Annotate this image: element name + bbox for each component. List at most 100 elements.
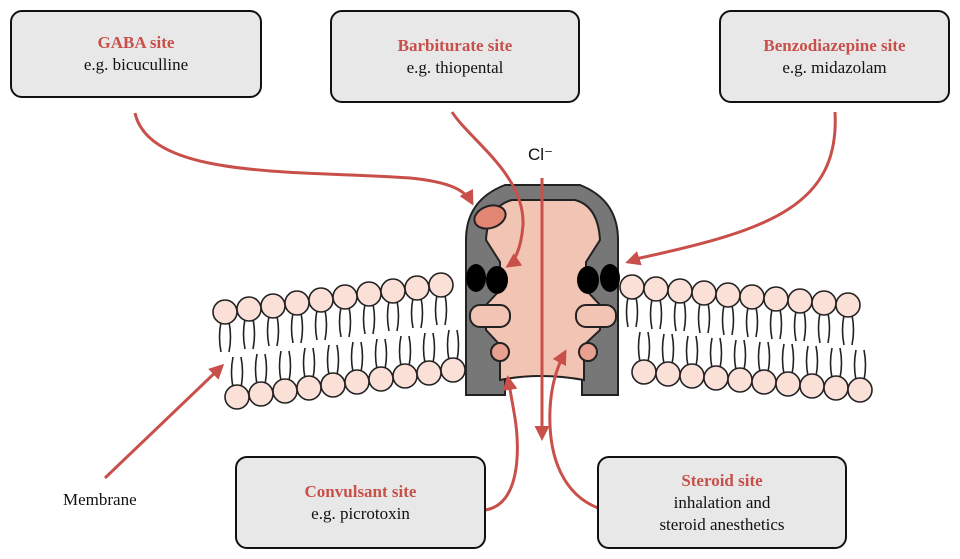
lipid-tail bbox=[780, 309, 782, 339]
lipid-tail bbox=[340, 307, 342, 337]
lipid-head bbox=[405, 276, 429, 300]
lipid-head bbox=[836, 293, 860, 317]
lipid-head bbox=[656, 362, 680, 386]
lipid-head bbox=[297, 376, 321, 400]
lipid-head bbox=[680, 364, 704, 388]
lipid-tail bbox=[732, 305, 734, 335]
lipid-head bbox=[776, 372, 800, 396]
lipid-head bbox=[632, 360, 656, 384]
lipid-head bbox=[824, 376, 848, 400]
lipid-tail bbox=[397, 301, 399, 331]
lipid-head bbox=[393, 364, 417, 388]
lipid-tail bbox=[687, 336, 689, 366]
lipid-tail bbox=[759, 342, 761, 372]
lipid-tail bbox=[325, 310, 327, 340]
lipid-head bbox=[225, 385, 249, 409]
lipid-tail bbox=[448, 330, 450, 360]
steroid-site-title: Steroid site bbox=[599, 470, 845, 492]
lipid-tail bbox=[843, 315, 845, 345]
lipid-tail bbox=[220, 322, 222, 352]
lipid-tail bbox=[768, 342, 770, 372]
lipid-tail bbox=[256, 354, 258, 384]
gaba-site-callout: GABA site e.g. bicuculline bbox=[10, 10, 262, 98]
lipid-tail bbox=[783, 344, 785, 374]
lipid-tail bbox=[660, 299, 662, 329]
chloride-ion-label: Cl⁻ bbox=[528, 145, 553, 165]
lipid-head bbox=[692, 281, 716, 305]
lipid-tail bbox=[696, 336, 698, 366]
lipid-head bbox=[237, 297, 261, 321]
convulsant-site-example: e.g. picrotoxin bbox=[237, 503, 484, 525]
lipid-head bbox=[740, 285, 764, 309]
lipid-tail bbox=[361, 342, 363, 372]
benzodiazepine-site-callout: Benzodiazepine site e.g. midazolam bbox=[719, 10, 950, 103]
gaba-site-example: e.g. bicuculline bbox=[12, 54, 260, 76]
benzodiazepine-site-arrow bbox=[628, 112, 835, 262]
lipid-head bbox=[728, 368, 752, 392]
steroid-binding-site-left bbox=[470, 305, 510, 327]
lipid-tail bbox=[436, 295, 438, 325]
lipid-head bbox=[429, 273, 453, 297]
lipid-tail bbox=[711, 338, 713, 368]
lipid-tail bbox=[241, 357, 243, 387]
lipid-tail bbox=[855, 350, 857, 380]
barbiturate-binding-site-left bbox=[466, 264, 486, 292]
lipid-tail bbox=[627, 297, 629, 327]
lipid-tail bbox=[771, 309, 773, 339]
lipid-tail bbox=[648, 332, 650, 362]
lipid-tail bbox=[352, 342, 354, 372]
lipid-head bbox=[441, 358, 465, 382]
lipid-head bbox=[345, 370, 369, 394]
lipid-tail bbox=[328, 345, 330, 375]
barbiturate-binding-site-left-2 bbox=[486, 266, 508, 294]
benzodiazepine-binding-site-right bbox=[577, 266, 599, 294]
lipid-tail bbox=[229, 322, 231, 352]
lipid-head bbox=[213, 300, 237, 324]
lipid-tail bbox=[663, 334, 665, 364]
lipid-tail bbox=[831, 348, 833, 378]
lipid-tail bbox=[795, 311, 797, 341]
steroid-site-callout: Steroid site inhalation and steroid anes… bbox=[597, 456, 847, 549]
convulsant-binding-site-right bbox=[579, 343, 597, 361]
lipid-head bbox=[788, 289, 812, 313]
lipid-head bbox=[417, 361, 441, 385]
lipid-tail bbox=[723, 305, 725, 335]
lipid-tail bbox=[828, 313, 830, 343]
lipid-tail bbox=[277, 316, 279, 346]
lipid-tail bbox=[864, 350, 866, 380]
lipid-head bbox=[752, 370, 776, 394]
lipid-head bbox=[716, 283, 740, 307]
lipid-tail bbox=[840, 348, 842, 378]
lipid-tail bbox=[684, 301, 686, 331]
lipid-tail bbox=[412, 298, 414, 328]
lipid-tail bbox=[232, 357, 234, 387]
gaba-site-title: GABA site bbox=[12, 32, 260, 54]
lipid-tail bbox=[433, 333, 435, 363]
convulsant-site-title: Convulsant site bbox=[237, 481, 484, 503]
lipid-tail bbox=[388, 301, 390, 331]
lipid-head bbox=[309, 288, 333, 312]
lipid-tail bbox=[852, 315, 854, 345]
lipid-tail bbox=[639, 332, 641, 362]
lipid-tail bbox=[376, 339, 378, 369]
convulsant-site-callout: Convulsant site e.g. picrotoxin bbox=[235, 456, 486, 549]
lipid-tail bbox=[421, 298, 423, 328]
lipid-tail bbox=[268, 316, 270, 346]
lipid-tail bbox=[651, 299, 653, 329]
lipid-head bbox=[704, 366, 728, 390]
convulsant-site-arrow bbox=[485, 378, 517, 510]
lipid-tail bbox=[720, 338, 722, 368]
lipid-head bbox=[848, 378, 872, 402]
lipid-tail bbox=[819, 313, 821, 343]
lipid-tail bbox=[744, 340, 746, 370]
benzodiazepine-site-title: Benzodiazepine site bbox=[721, 35, 948, 57]
lipid-tail bbox=[400, 336, 402, 366]
lipid-head bbox=[285, 291, 309, 315]
lipid-tail bbox=[636, 297, 638, 327]
lipid-tail bbox=[424, 333, 426, 363]
benzodiazepine-site-example: e.g. midazolam bbox=[721, 57, 948, 79]
lipid-tail bbox=[244, 319, 246, 349]
lipid-tail bbox=[349, 307, 351, 337]
lipid-head bbox=[764, 287, 788, 311]
lipid-head bbox=[357, 282, 381, 306]
